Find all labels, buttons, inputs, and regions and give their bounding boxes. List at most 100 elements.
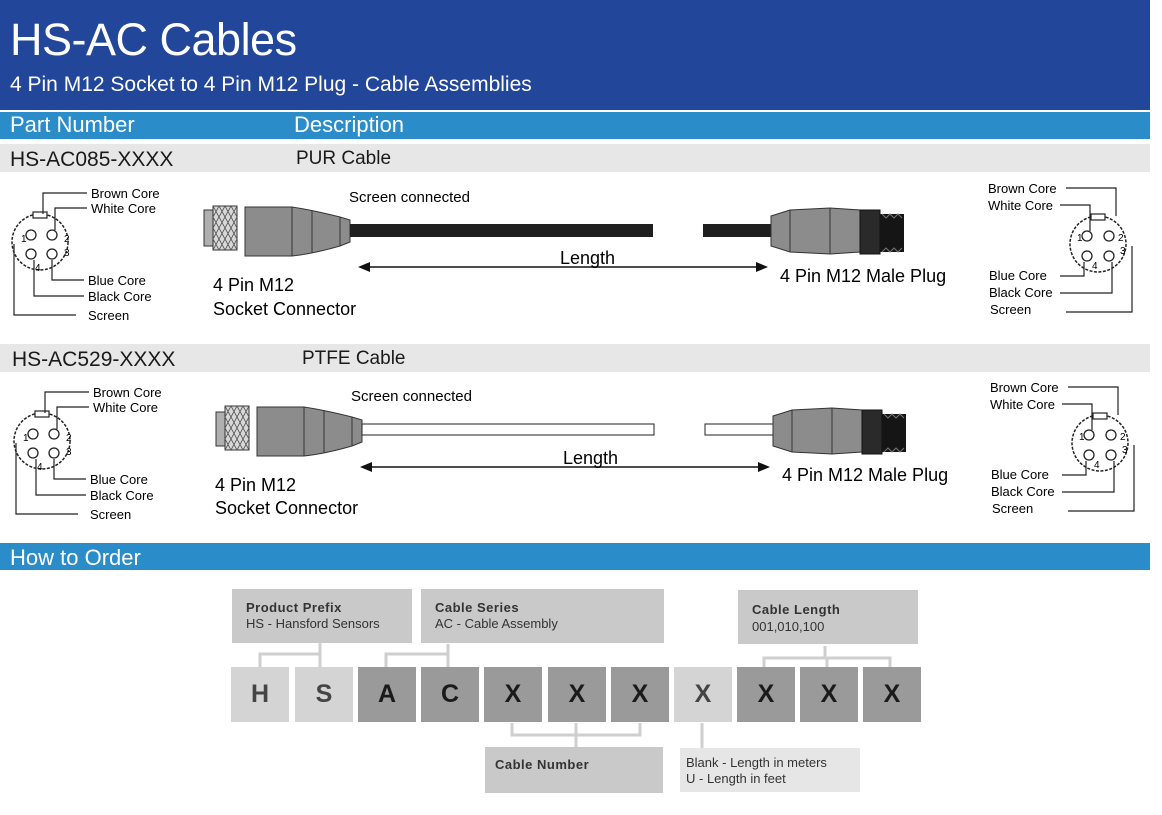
pin-4-label: 4 xyxy=(1092,261,1098,272)
wire-lines xyxy=(15,391,89,515)
plug-pinout-icon xyxy=(1069,213,1127,273)
code-letter: X xyxy=(611,667,669,722)
socket-label-line1: 4 Pin M12 xyxy=(213,275,294,295)
socket-label-line2: Socket Connector xyxy=(215,498,358,518)
socket-label-line1: 4 Pin M12 xyxy=(215,475,296,495)
code-letter: S xyxy=(295,667,353,722)
socket-pinout-icon xyxy=(13,410,71,470)
blue-core-label: Blue Core xyxy=(88,273,146,288)
cable-number-title: Cable Number xyxy=(495,757,590,772)
code-letter: H xyxy=(231,667,289,722)
page-title: HS-AC Cables xyxy=(10,14,297,65)
code-letter: X xyxy=(674,667,732,722)
pin-2-label: 2 xyxy=(64,234,70,245)
description: PTFE Cable xyxy=(302,348,406,369)
header-banner xyxy=(0,0,1150,110)
black-core-label: Black Core xyxy=(88,289,152,304)
pin-1-label: 1 xyxy=(1079,432,1085,443)
how-to-order-heading: How to Order xyxy=(10,545,141,570)
part-number-header: Part Number xyxy=(10,112,135,137)
length-arrow xyxy=(358,262,768,272)
unit-line-1: Blank - Length in meters xyxy=(686,755,827,770)
white-core-label: White Core xyxy=(91,201,156,216)
pin-2-label: 2 xyxy=(66,433,72,444)
black-core-label: Black Core xyxy=(90,488,154,503)
code-letter: X xyxy=(548,667,606,722)
description: PUR Cable xyxy=(296,148,392,169)
wire-lines xyxy=(13,192,87,316)
cable-diagram-ptfe: 1 2 3 4 Brown Core White Core Blue Core … xyxy=(13,380,1135,522)
code-letter: X xyxy=(800,667,858,722)
pin-2-label: 2 xyxy=(1120,432,1126,443)
product-prefix-title: Product Prefix xyxy=(246,600,342,615)
pin-3-label: 3 xyxy=(1120,246,1126,257)
socket-pinout-icon xyxy=(11,211,69,271)
pin-1-label: 1 xyxy=(23,433,29,444)
product-prefix-box: Product Prefix HS - Hansford Sensors xyxy=(232,589,412,643)
screen-connected-label: Screen connected xyxy=(351,388,472,405)
brown-core-label: Brown Core xyxy=(91,186,160,201)
blue-core-label: Blue Core xyxy=(90,472,148,487)
black-core-label: Black Core xyxy=(991,484,1055,499)
product-row: HS-AC085-XXXX PUR Cable xyxy=(0,144,1150,172)
pin-4-label: 4 xyxy=(37,462,43,473)
black-core-label: Black Core xyxy=(989,285,1053,300)
male-plug-icon xyxy=(770,207,904,255)
cable-right-segment xyxy=(703,224,771,237)
code-letter: C xyxy=(421,667,479,722)
part-number: HS-AC085-XXXX xyxy=(10,148,174,171)
pin-4-label: 4 xyxy=(1094,460,1100,471)
code-letter: X xyxy=(737,667,795,722)
white-core-label: White Core xyxy=(93,400,158,415)
pin-3-label: 3 xyxy=(66,447,72,458)
code-letter: A xyxy=(358,667,416,722)
cable-right-segment xyxy=(704,423,774,436)
length-label: Length xyxy=(560,248,615,268)
cable-series-title: Cable Series xyxy=(435,600,520,615)
male-plug-icon xyxy=(772,407,906,455)
screen-connected-label: Screen connected xyxy=(349,189,470,206)
pin-1-label: 1 xyxy=(1077,233,1083,244)
how-to-order-bar: How to Order xyxy=(0,543,1150,570)
screen-label: Screen xyxy=(992,501,1033,516)
screen-label: Screen xyxy=(88,308,129,323)
pin-1-label: 1 xyxy=(21,234,27,245)
pin-3-label: 3 xyxy=(64,248,70,259)
code-letter: X xyxy=(484,667,542,722)
order-connector-lines xyxy=(258,616,892,748)
cable-number-box: Cable Number xyxy=(485,747,663,793)
screen-label: Screen xyxy=(990,302,1031,317)
wire-lines xyxy=(1062,386,1135,512)
wire-lines xyxy=(1060,187,1133,313)
blue-core-label: Blue Core xyxy=(991,467,1049,482)
cable-length-title: Cable Length xyxy=(752,602,841,617)
socket-connector-icon xyxy=(215,405,363,457)
brown-core-label: Brown Core xyxy=(93,385,162,400)
brown-core-label: Brown Core xyxy=(990,380,1059,395)
blue-core-label: Blue Core xyxy=(989,268,1047,283)
brown-core-label: Brown Core xyxy=(988,181,1057,196)
cable-series-box: Cable Series AC - Cable Assembly xyxy=(421,589,664,643)
product-row: HS-AC529-XXXX PTFE Cable xyxy=(0,344,1150,372)
plug-pinout-icon xyxy=(1071,412,1129,472)
cable-length-box: Cable Length 001,010,100 xyxy=(738,590,918,644)
code-letter: X xyxy=(863,667,921,722)
screen-label: Screen xyxy=(90,507,131,522)
plug-label: 4 Pin M12 Male Plug xyxy=(780,266,946,286)
pin-3-label: 3 xyxy=(1122,445,1128,456)
part-number: HS-AC529-XXXX xyxy=(12,348,176,371)
length-label: Length xyxy=(563,448,618,468)
cable-series-text: AC - Cable Assembly xyxy=(435,616,558,631)
plug-label: 4 Pin M12 Male Plug xyxy=(782,465,948,485)
page-subtitle: 4 Pin M12 Socket to 4 Pin M12 Plug - Cab… xyxy=(10,73,532,96)
white-core-label: White Core xyxy=(988,198,1053,213)
pin-2-label: 2 xyxy=(1118,233,1124,244)
length-arrow xyxy=(360,462,770,472)
description-header: Description xyxy=(294,112,405,137)
product-prefix-text: HS - Hansford Sensors xyxy=(246,616,380,631)
pin-4-label: 4 xyxy=(35,263,41,274)
unit-line-2: U - Length in feet xyxy=(686,771,786,786)
cable-diagram-pur: 1 2 3 4 Brown Core White Core Blue Core … xyxy=(11,181,1133,323)
socket-connector-icon xyxy=(203,205,351,257)
cable-left-segment xyxy=(350,224,653,237)
